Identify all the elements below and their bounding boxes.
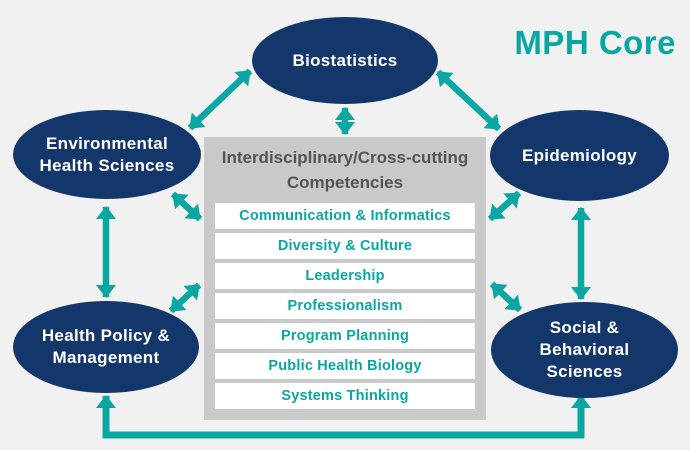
competency-label: Communication & Informatics — [239, 208, 451, 224]
node-biostatistics: Biostatistics — [252, 17, 438, 104]
arrow-ehs-biostatistics — [187, 68, 253, 131]
competency-label: Diversity & Culture — [277, 238, 413, 254]
competency-row-systems-thinking: Systems Thinking — [215, 383, 475, 409]
competencies-box-title-line1: Interdisciplinary/Cross-cutting — [221, 148, 469, 167]
node-biostatistics-label: Biostatistics — [292, 50, 398, 70]
node-ehs-label: Environmental Health Sciences — [39, 133, 175, 175]
competency-row-public-health-biology: Public Health Biology — [215, 353, 475, 379]
arrow-biostatistics-epidemiology — [435, 69, 502, 132]
node-sbs-label: Social & Behavioral Sciences — [539, 318, 630, 381]
competency-row-professionalism: Professionalism — [215, 293, 475, 319]
competency-label: Public Health Biology — [268, 358, 422, 374]
competency-label: Professionalism — [287, 298, 403, 314]
node-epidemiology-label: Epidemiology — [521, 145, 638, 165]
node-hpm-label: Health Policy & Management — [41, 326, 171, 367]
node-epidemiology: Epidemiology — [490, 110, 669, 201]
competency-row-diversity-culture: Diversity & Culture — [215, 233, 475, 259]
arrow-epidemiology-competencies — [487, 190, 522, 222]
arrow-ehs-competencies — [170, 191, 203, 222]
competencies-box-title: Interdisciplinary/Cross-cutting Competen… — [204, 146, 486, 195]
node-social-behavioral-sciences: Social & Behavioral Sciences — [491, 302, 678, 398]
competencies-box: Interdisciplinary/Cross-cutting Competen… — [204, 137, 486, 420]
arrow-sbs-competencies — [489, 281, 523, 313]
node-health-policy-management: Health Policy & Management — [13, 301, 199, 393]
competency-row-program-planning: Program Planning — [215, 323, 475, 349]
competency-label: Systems Thinking — [281, 388, 409, 404]
node-environmental-health-sciences: Environmental Health Sciences — [13, 110, 201, 199]
arrow-hpm-competencies — [168, 282, 202, 314]
competencies-box-title-line2: Competencies — [286, 172, 404, 192]
competency-label: Program Planning — [280, 328, 410, 344]
competency-list: Communication & Informatics Diversity & … — [215, 203, 475, 409]
competency-row-leadership: Leadership — [215, 263, 475, 289]
competency-label: Leadership — [305, 268, 385, 284]
competency-row-communication-informatics: Communication & Informatics — [215, 203, 475, 229]
arrow-hpm-sbs — [96, 395, 591, 439]
page-title: MPH Core — [514, 24, 676, 61]
